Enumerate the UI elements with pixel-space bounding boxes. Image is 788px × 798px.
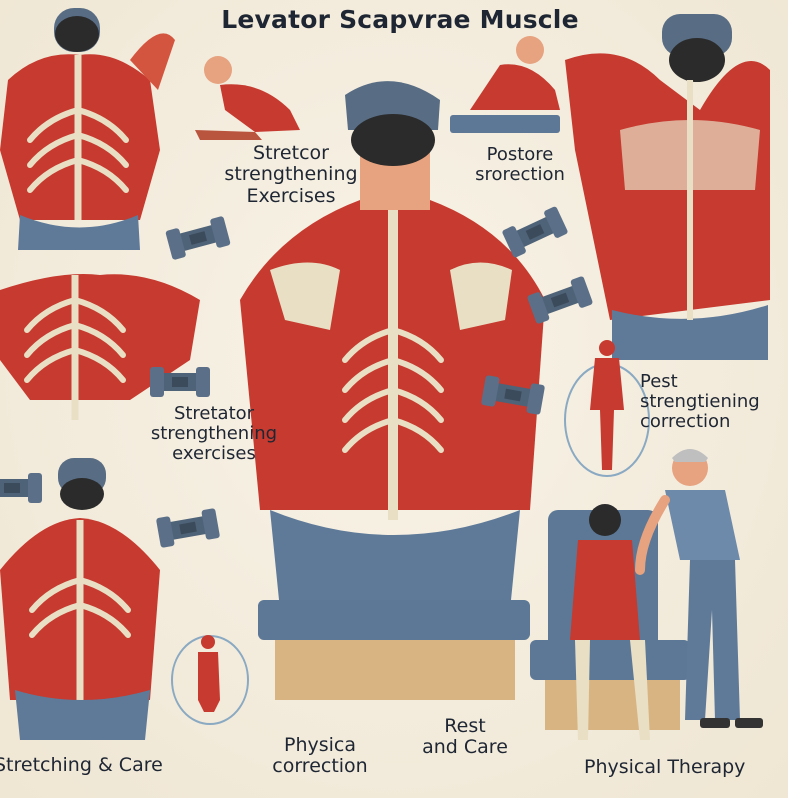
back-figure-top-left (0, 8, 175, 250)
label-posture-1: Postore srorection (475, 144, 565, 186)
dumbbell-icon (155, 508, 221, 548)
page-title: Levator Scapvrae Muscle (221, 5, 579, 34)
label-stretch-strength-1: Stretcor strengthening Exercises (224, 142, 358, 207)
dumbbell-icon (165, 215, 231, 261)
patient-figure (570, 504, 650, 740)
label-stretching-care: Stretching & Care (0, 754, 163, 776)
label-rest-care: Rest and Care (422, 715, 508, 759)
back-figure-bottom-left (0, 458, 160, 740)
crouching-figure (195, 56, 300, 140)
anatomy-figure-ring-right (564, 340, 650, 477)
anatomy-figure-ring-bottom (171, 635, 249, 725)
ribcage-figure-left (0, 274, 200, 420)
label-physica-correction: Physica correction (272, 734, 368, 778)
dumbbell-icon (150, 367, 210, 397)
therapist-figure (635, 449, 763, 728)
dumbbell-icon (501, 205, 569, 259)
label-physical-therapy: Physical Therapy (584, 756, 746, 778)
dumbbell-icon (0, 473, 42, 503)
label-stretch-strength-2: Stretator strengthening exercises (150, 403, 278, 465)
kneeling-figure (450, 36, 560, 133)
label-rest-strength: Pest strengtiening correction (640, 371, 760, 433)
dumbbell-icon (526, 275, 594, 325)
central-back-figure (240, 81, 545, 700)
back-figure-top-right (565, 14, 770, 360)
